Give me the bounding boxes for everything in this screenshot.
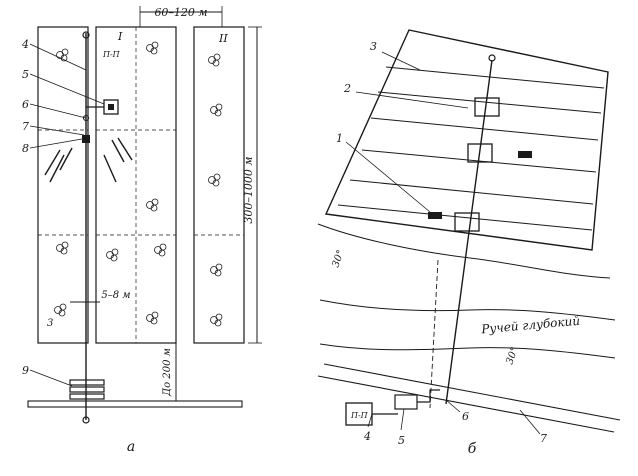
sprinkler-jets: [44, 137, 133, 183]
field-strip-3: [193, 26, 245, 344]
right-callout-2: 2: [343, 82, 351, 95]
sprinkler-lateral-lines: [337, 66, 605, 231]
left-callout-9: 9: [22, 364, 29, 377]
right-angle-label-2: 30°: [504, 346, 520, 366]
hydrant-3: [454, 212, 480, 232]
panel-a: [27, 6, 262, 424]
hydrant-1: [474, 97, 500, 117]
field-divisions: [38, 27, 244, 343]
right-callout-3: 3: [370, 40, 377, 53]
panel-b: [317, 29, 621, 435]
pump-station-a: [69, 379, 105, 400]
pipe-end-top-a: [82, 31, 90, 39]
stream-bank-2: [319, 299, 616, 321]
left-callout-5: 5: [22, 68, 29, 81]
pump-unit-b: [394, 394, 418, 410]
left-dim-length-label: 300–1000 м: [242, 156, 255, 223]
leader-lines-b: [345, 51, 541, 435]
left-dim-spacing-label: 5–8 м: [101, 290, 130, 301]
left-dim-width-label: 60–120 м: [154, 6, 207, 19]
crop-cluster-icons: [54, 41, 223, 327]
left-callout-8: 8: [22, 142, 29, 155]
left-callout-6: 6: [22, 98, 29, 111]
right-callout-1: 1: [336, 132, 343, 145]
right-callout-5: 5: [398, 434, 405, 447]
valve-a: [82, 135, 90, 143]
pipe-end-top-b: [488, 54, 496, 62]
stream-bank-1: [317, 223, 611, 279]
irrigated-field-b: [324, 29, 609, 251]
left-dim-down-label: До 200 м: [162, 348, 173, 397]
right-stream-label: Ручей глубокий: [480, 314, 581, 337]
right-pump-label: П-П: [350, 411, 369, 420]
right-callout-6: 6: [462, 410, 469, 423]
left-pump-label: П-П: [102, 50, 121, 59]
right-callout-7: 7: [540, 432, 547, 445]
left-field-label-1: I: [117, 30, 123, 43]
pipe-end-bottom-a: [82, 416, 90, 424]
road-a: [27, 400, 243, 408]
left-caption: а: [127, 439, 135, 455]
right-caption: б: [468, 441, 477, 457]
right-callout-4: 4: [363, 430, 371, 443]
field-strip-1: [37, 26, 89, 344]
sprinkler-unit-2: [428, 212, 442, 219]
road-b: [323, 363, 621, 421]
stream-bank-3: [319, 343, 616, 359]
hydrant-2: [467, 143, 493, 163]
left-callout-4: 4: [21, 38, 29, 51]
left-callout-7: 7: [22, 120, 29, 133]
left-field-label-3: 3: [47, 318, 53, 329]
main-pipeline-b: [445, 59, 493, 405]
left-field-label-2: II: [218, 32, 228, 45]
right-angle-label-1: 30°: [330, 249, 346, 269]
joint-a: [82, 114, 90, 122]
sprinkler-unit-1: [518, 151, 532, 158]
leader-lines-a: [29, 43, 105, 387]
